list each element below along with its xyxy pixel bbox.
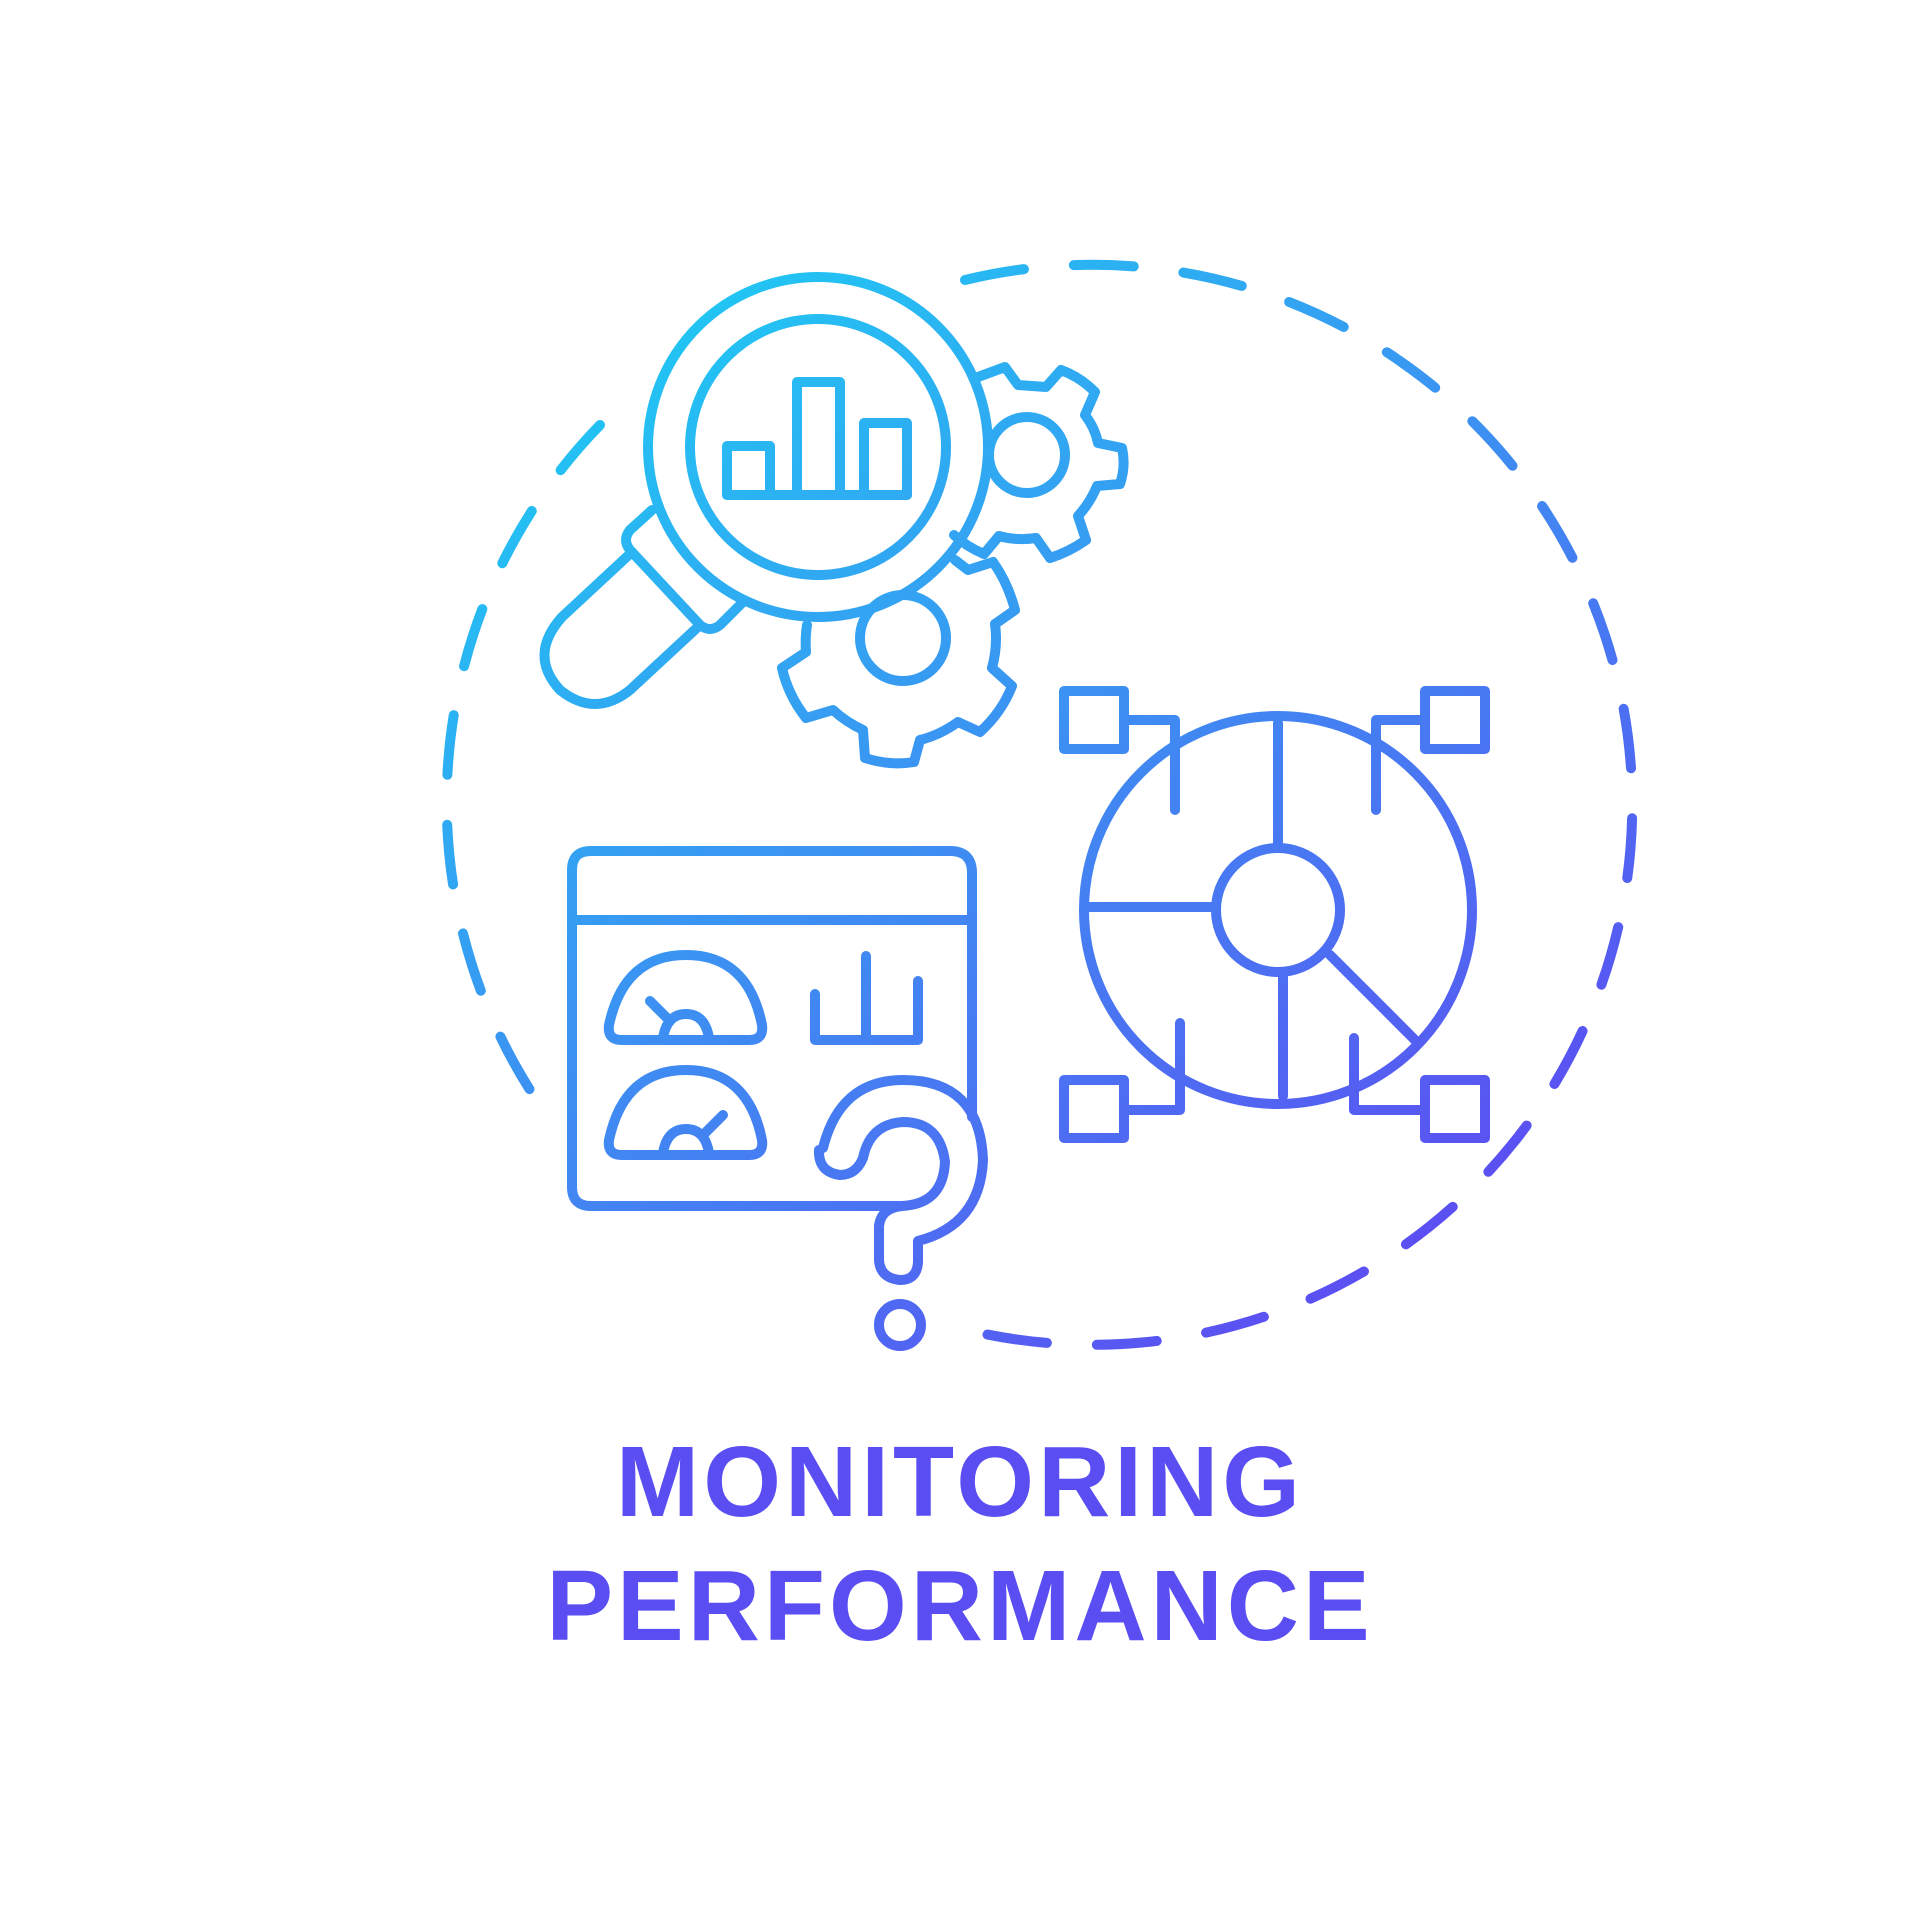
gauge-icon [603, 1065, 768, 1160]
gauge-icon [603, 950, 768, 1045]
magnifier-icon [539, 272, 993, 709]
gear-icon [949, 362, 1129, 563]
title-line-2: PERFORMANCE [546, 1550, 1374, 1662]
bar-chart-icon [722, 377, 912, 500]
dashed-ring [441, 259, 1638, 1350]
dashboard-window-icon [567, 846, 977, 1211]
title-line-1: MONITORING [615, 1426, 1305, 1538]
question-mark-icon [813, 1075, 988, 1351]
pie-chart-network-icon [1059, 686, 1490, 1143]
title: MONITORING PERFORMANCE [0, 1420, 1920, 1668]
gear-icon [777, 555, 1020, 769]
bar-chart-icon [810, 951, 923, 1045]
